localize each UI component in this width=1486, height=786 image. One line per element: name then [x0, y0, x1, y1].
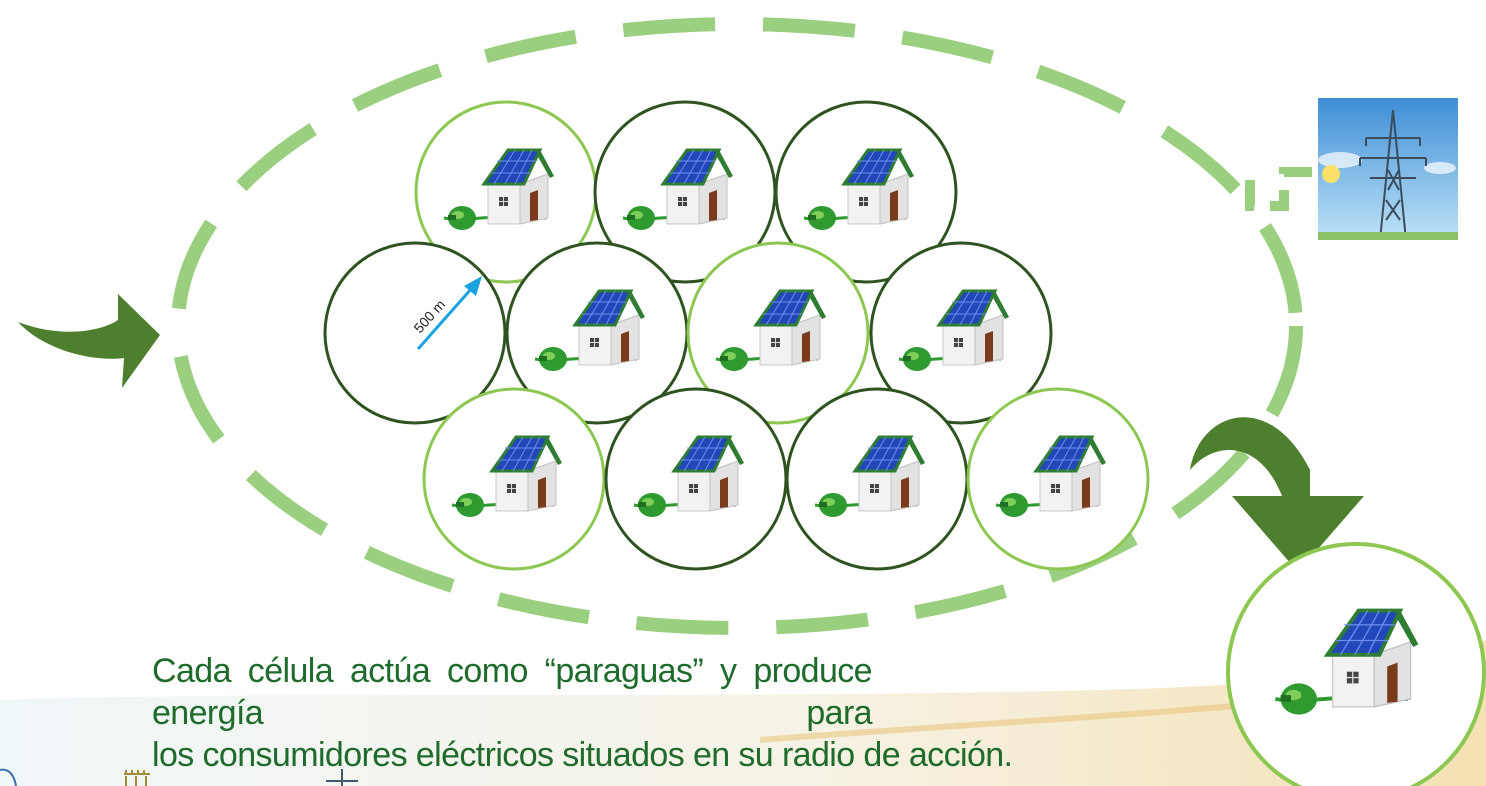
cell-r1c3	[774, 100, 958, 284]
footer-icons	[0, 768, 358, 786]
cell-r3c3	[785, 387, 969, 571]
house-solar-icon	[803, 429, 951, 521]
house-solar-icon	[523, 283, 671, 375]
arrow-out-icon	[1190, 417, 1364, 572]
transmission-tower-icon	[1318, 98, 1458, 241]
cell-r3c1	[422, 387, 606, 571]
microgrid-boundary	[171, 17, 1303, 635]
plant-icon	[124, 770, 150, 786]
cell-r2c3	[686, 241, 870, 425]
arrow-in-icon	[18, 294, 160, 388]
caption-line-1: Cada célula actúa como “paraguas” y prod…	[152, 652, 873, 732]
cell-r3c2	[604, 387, 788, 571]
house-solar-icon	[1260, 600, 1452, 720]
grid-connector	[1245, 167, 1314, 211]
cell-ring	[323, 241, 507, 425]
cells-group	[323, 100, 1150, 571]
house-solar-icon	[984, 429, 1132, 521]
caption-line-2: los consumidores eléctricos situados en …	[152, 736, 1013, 774]
house-solar-icon	[704, 283, 852, 375]
radius-indicator	[416, 276, 482, 350]
house-solar-icon	[622, 429, 770, 521]
house-solar-icon	[432, 142, 580, 234]
small-tower-icon	[326, 769, 358, 786]
house-solar-icon	[792, 142, 940, 234]
cell-r2c4	[869, 241, 1053, 425]
house-solar-icon	[887, 283, 1035, 375]
cell-r3c4	[966, 387, 1150, 571]
house-solar-icon	[611, 142, 759, 234]
house-solar-icon	[440, 429, 588, 521]
cell-r2c1	[323, 241, 507, 425]
caption-text: Cada célula actúa como “paraguas” y prod…	[152, 650, 1013, 776]
single-cell-detail	[1226, 542, 1486, 786]
